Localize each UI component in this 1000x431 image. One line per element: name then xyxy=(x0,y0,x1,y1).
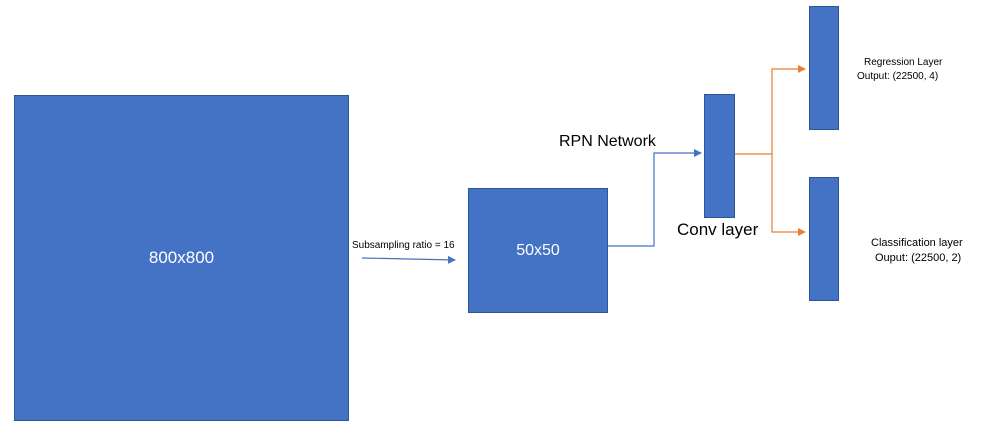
rpn-connector-arrow xyxy=(608,149,702,247)
classification-connector-arrow xyxy=(771,154,806,236)
classification-layer-label: Classification layer xyxy=(871,237,963,249)
regression-connector-arrow xyxy=(735,65,806,155)
input-image-box: 800x800 xyxy=(14,95,349,421)
subsampling-ratio-label: Subsampling ratio = 16 xyxy=(352,240,455,251)
regression-layer-label: Regression Layer xyxy=(864,57,943,68)
feature-map-label: 50x50 xyxy=(516,241,560,259)
rpn-network-label: RPN Network xyxy=(559,133,656,150)
subsampling-arrow xyxy=(361,255,456,264)
input-image-label: 800x800 xyxy=(148,248,215,267)
regression-layer-box xyxy=(809,6,839,130)
classification-output-label: Ouput: (22500, 2) xyxy=(875,252,962,264)
conv-layer-box xyxy=(704,94,735,218)
feature-map-box: 50x50 xyxy=(468,188,608,313)
classification-layer-box xyxy=(809,177,839,301)
conv-layer-label: Conv layer xyxy=(677,220,759,239)
regression-output-label: Output: (22500, 4) xyxy=(857,71,939,82)
